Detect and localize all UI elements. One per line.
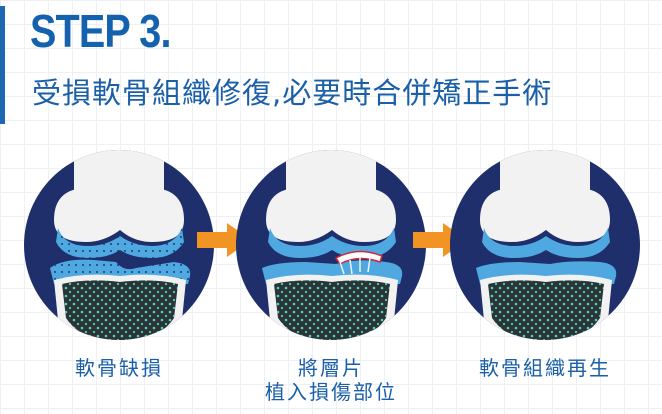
upper-cartilage bbox=[482, 228, 610, 258]
femur-bone bbox=[266, 188, 396, 242]
stage-implant bbox=[236, 150, 426, 340]
knee-regenerated-illustration bbox=[450, 150, 640, 340]
knee-defect-illustration bbox=[24, 150, 214, 340]
femur-bone bbox=[54, 188, 184, 242]
knee-implant-illustration bbox=[236, 150, 426, 340]
upper-cartilage bbox=[268, 228, 396, 258]
step-subtitle: 受損軟骨組織修復,必要時合併矯正手術 bbox=[32, 76, 553, 110]
stage-cartilage-defect bbox=[24, 150, 214, 340]
femur-bone bbox=[480, 188, 610, 242]
caption-stage-3: 軟骨組織再生 bbox=[450, 356, 640, 380]
caption-line: 軟骨組織再生 bbox=[479, 356, 611, 380]
accent-bar bbox=[0, 6, 5, 124]
stage-regeneration bbox=[450, 150, 640, 340]
caption-stage-1: 軟骨缺損 bbox=[24, 356, 214, 380]
caption-line: 植入損傷部位 bbox=[265, 380, 397, 404]
caption-line: 軟骨缺損 bbox=[75, 356, 163, 380]
caption-line: 將層片 bbox=[298, 356, 364, 380]
step-title: STEP 3. bbox=[30, 5, 171, 57]
implant-membrane bbox=[334, 250, 383, 265]
caption-stage-2: 將層片 植入損傷部位 bbox=[236, 356, 426, 404]
